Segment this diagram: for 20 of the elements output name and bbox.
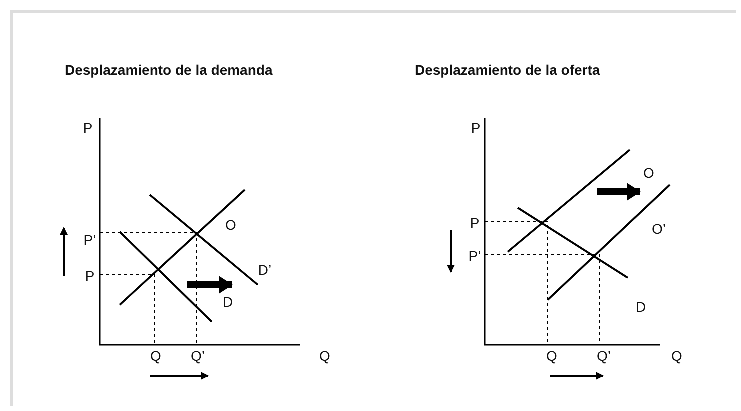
- curve-label: D: [222, 294, 234, 310]
- axis-label: Q: [672, 348, 682, 364]
- quantity-label: Q’: [191, 348, 205, 364]
- panel-title: Desplazamiento de la oferta: [415, 62, 600, 78]
- quantity-label: Q’: [597, 348, 611, 364]
- curve-label: D: [636, 299, 646, 315]
- quantity-label: Q: [150, 348, 162, 364]
- axis-label: P: [471, 120, 481, 136]
- panel-title: Desplazamiento de la demanda: [65, 62, 273, 78]
- quantity-label: Q: [546, 348, 558, 364]
- price-label: P: [85, 268, 95, 284]
- price-label: P: [470, 215, 480, 231]
- curve-label: D’: [258, 262, 272, 278]
- curve-label: O’: [652, 221, 666, 237]
- curve-label: O: [226, 217, 236, 233]
- axis-label: Q: [320, 348, 330, 364]
- curve-label: O: [644, 165, 654, 181]
- price-label: P’: [468, 248, 482, 264]
- price-label: P’: [84, 232, 96, 248]
- axis-label: P: [83, 120, 93, 136]
